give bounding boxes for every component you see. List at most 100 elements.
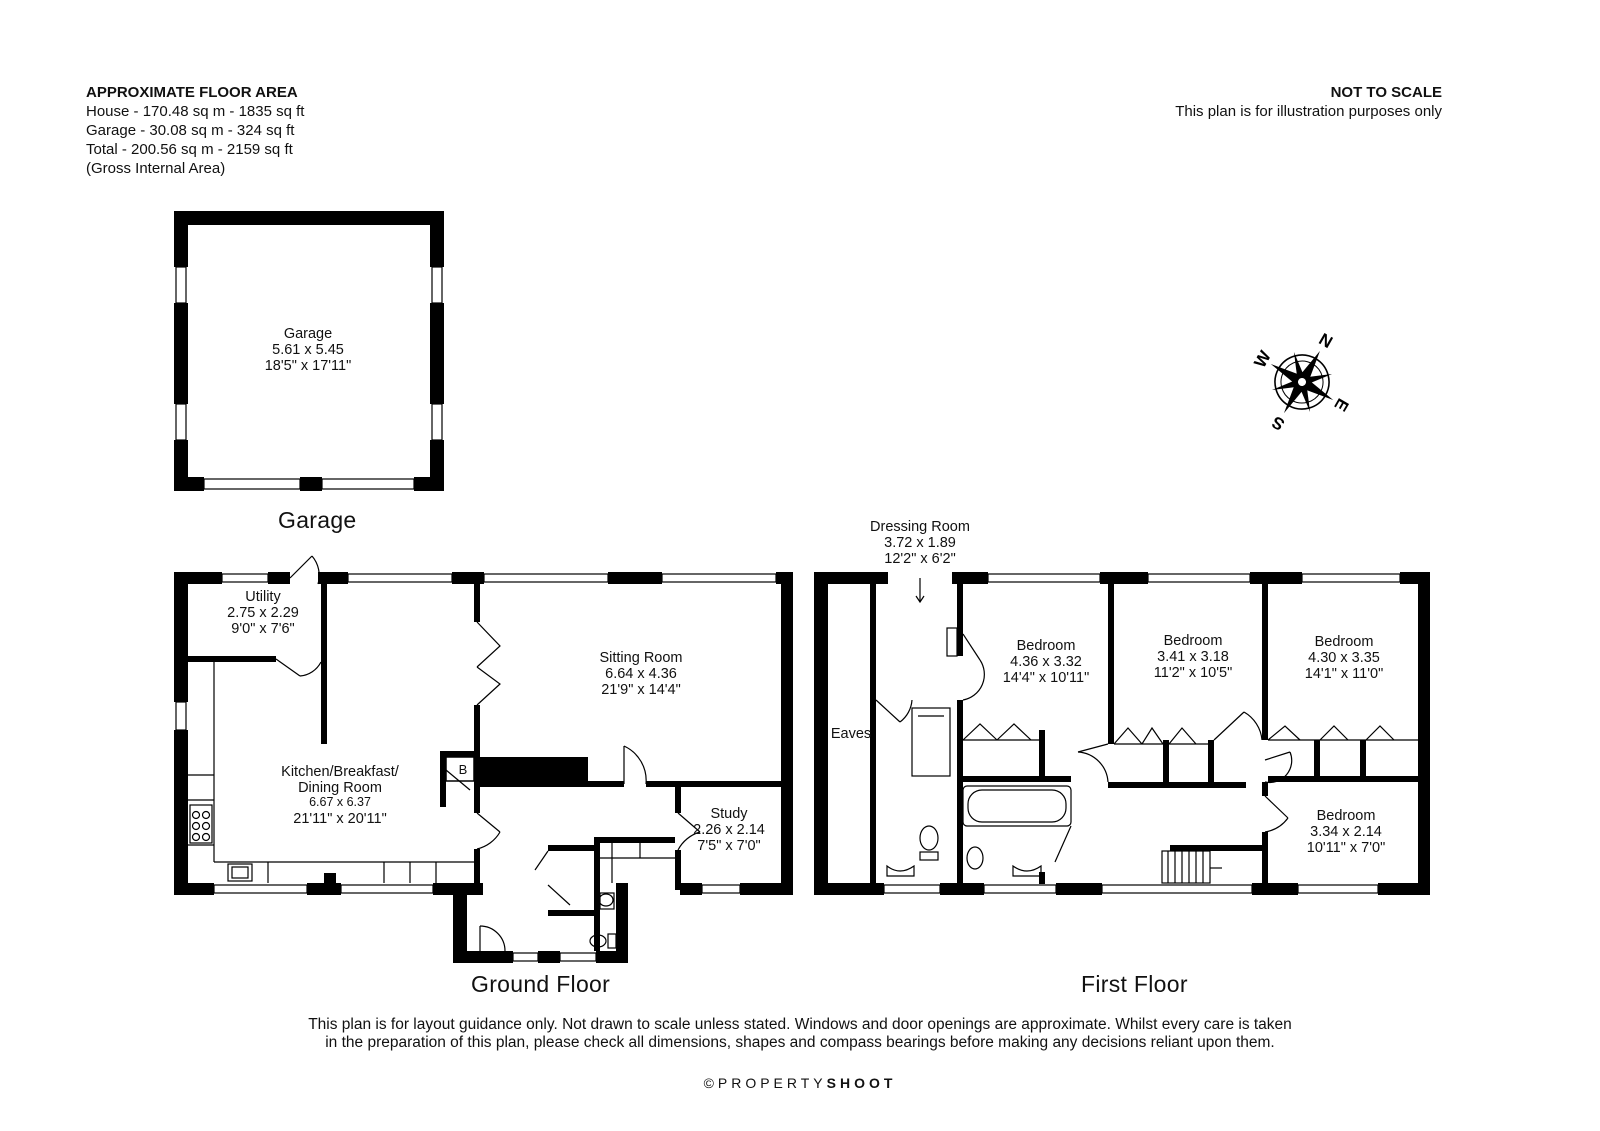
bed4-window xyxy=(1297,884,1379,894)
ff-wall-bottom-3 xyxy=(1056,883,1102,895)
garage-window-right-1 xyxy=(431,266,443,304)
boiler-wall-left xyxy=(440,751,446,807)
bed4-metric: 3.34 x 2.14 xyxy=(1310,824,1382,840)
bed2-wall-left-1 xyxy=(1108,584,1114,744)
utility-window xyxy=(221,573,269,583)
gf-wall-bottom-5 xyxy=(740,883,793,895)
utility-inner-door xyxy=(275,658,301,677)
gf-wall-bottom-4 xyxy=(680,883,702,895)
utility-inner-door-swing xyxy=(299,661,322,677)
garage-room-imperial: 18'5" x 17'11" xyxy=(265,358,352,374)
dressing-wall-2 xyxy=(957,700,963,883)
scale-note: NOT TO SCALE This plan is for illustrati… xyxy=(1175,83,1442,121)
garage-window-right-2 xyxy=(431,403,443,441)
gf-wall-top-2 xyxy=(268,572,290,584)
bed3-wall-left-2 xyxy=(1262,782,1268,796)
utility-wall xyxy=(188,656,276,662)
bathroom-window xyxy=(883,884,941,894)
garage-wall-bottom-right xyxy=(414,477,444,491)
compass-icon: N E S W xyxy=(1250,330,1352,435)
ff-wall-top-1 xyxy=(814,572,888,584)
gf-wall-top-3 xyxy=(318,572,348,584)
sitting-wall-2 xyxy=(474,705,480,785)
bed1-landing-door-swing xyxy=(1077,751,1109,783)
kitchen-wall-right-1 xyxy=(474,781,480,813)
bed1-wardrobe-door-1 xyxy=(962,723,998,741)
landing-wall xyxy=(1039,872,1045,884)
utility-door-swing xyxy=(311,555,320,585)
bed3-wardrobe-door-1 xyxy=(1267,725,1301,741)
bed2-window xyxy=(1147,573,1251,583)
garage-room-name: Garage xyxy=(284,326,332,342)
bed2-metric: 3.41 x 3.18 xyxy=(1157,649,1229,665)
floor-area-summary: APPROXIMATE FLOOR AREA House - 170.48 sq… xyxy=(86,83,304,178)
porch-window-1 xyxy=(512,952,539,962)
garage-door-2 xyxy=(321,478,415,490)
fixtures xyxy=(188,555,1418,952)
bed3-wardrobe-door-3 xyxy=(1365,725,1395,741)
wc-basin xyxy=(598,893,614,907)
hob-icon xyxy=(189,804,213,844)
bed1-door-swing xyxy=(962,659,985,701)
kitchen-hall-door-swing xyxy=(476,831,501,850)
bed4-wall-left xyxy=(1262,832,1268,884)
bed1-door xyxy=(962,633,981,661)
wc-wall-3 xyxy=(594,875,600,951)
utility-imperial: 9'0" x 7'6" xyxy=(231,621,294,637)
dressing-pointer-head xyxy=(915,595,925,604)
garage-wall-bottom-mid xyxy=(300,477,322,491)
kitchen-metric: 6.67 x 6.37 xyxy=(309,795,371,809)
bed3-wardrobe-divider xyxy=(1314,740,1320,778)
bathroom-basin xyxy=(1012,864,1042,877)
study-window xyxy=(701,884,741,894)
boiler-wall-top xyxy=(440,751,474,757)
bed4-door xyxy=(1264,795,1289,819)
kitchen-window-top xyxy=(347,573,453,583)
study-metric: 2.26 x 2.14 xyxy=(693,822,765,838)
shower-room-door-swing xyxy=(899,699,913,723)
hob-ring-4 xyxy=(201,821,211,831)
sitting-door-upper xyxy=(476,621,501,668)
bed2-name: Bedroom xyxy=(1164,633,1223,649)
bathroom-door xyxy=(1054,825,1072,863)
ff-wall-bottom-1 xyxy=(814,883,884,895)
dressing-imperial: 12'2" x 6'2" xyxy=(884,551,955,567)
shower-room-door xyxy=(875,699,901,723)
ensuite-window xyxy=(983,884,1057,894)
gf-wall-bottom-1 xyxy=(174,883,214,895)
walls xyxy=(174,211,1430,963)
study-name: Study xyxy=(710,806,748,822)
bed3-imperial: 14'1" x 11'0" xyxy=(1305,666,1383,682)
chimney-breast xyxy=(480,757,588,783)
gf-wall-top-4 xyxy=(452,572,484,584)
garage-floor-title: Garage xyxy=(278,507,357,533)
bed3-door-swing xyxy=(1264,751,1293,784)
ground-floor-title: Ground Floor xyxy=(471,971,611,997)
bed3-wall-left-1 xyxy=(1262,584,1268,740)
kitchen-name-2: Dining Room xyxy=(298,780,382,796)
garage-wall-bottom-left xyxy=(174,477,204,491)
stair-wall xyxy=(1170,845,1262,851)
kitchen-wall-right-2 xyxy=(474,849,480,889)
wc-door xyxy=(547,884,571,906)
study-wall-left-1 xyxy=(675,781,681,813)
house-area: House - 170.48 sq m - 1835 sq ft xyxy=(86,103,305,120)
sitting-metric: 6.64 x 4.36 xyxy=(605,666,677,682)
garage-room-metric: 5.61 x 5.45 xyxy=(272,342,344,358)
bed2-wardrobe-door-3 xyxy=(1168,727,1197,745)
compass-s: S xyxy=(1269,412,1288,434)
ff-wall-bottom-5 xyxy=(1378,883,1430,895)
bed4-name: Bedroom xyxy=(1317,808,1376,824)
bed3-name: Bedroom xyxy=(1315,634,1374,650)
front-door-swing xyxy=(479,925,506,952)
bed2-wardrobe-end xyxy=(1208,740,1214,784)
hob-ring-3 xyxy=(191,821,201,831)
bed2-wardrobe-door-2 xyxy=(1141,726,1164,745)
bed3-door xyxy=(1264,751,1291,761)
gf-wall-top-5 xyxy=(608,572,662,584)
wc-toilet xyxy=(589,934,607,948)
garage-window-left-1 xyxy=(175,266,187,304)
wc-toilet-tank xyxy=(607,933,617,949)
garage-area: Garage - 30.08 sq m - 324 sq ft xyxy=(86,122,295,139)
bath-inner xyxy=(967,789,1067,823)
